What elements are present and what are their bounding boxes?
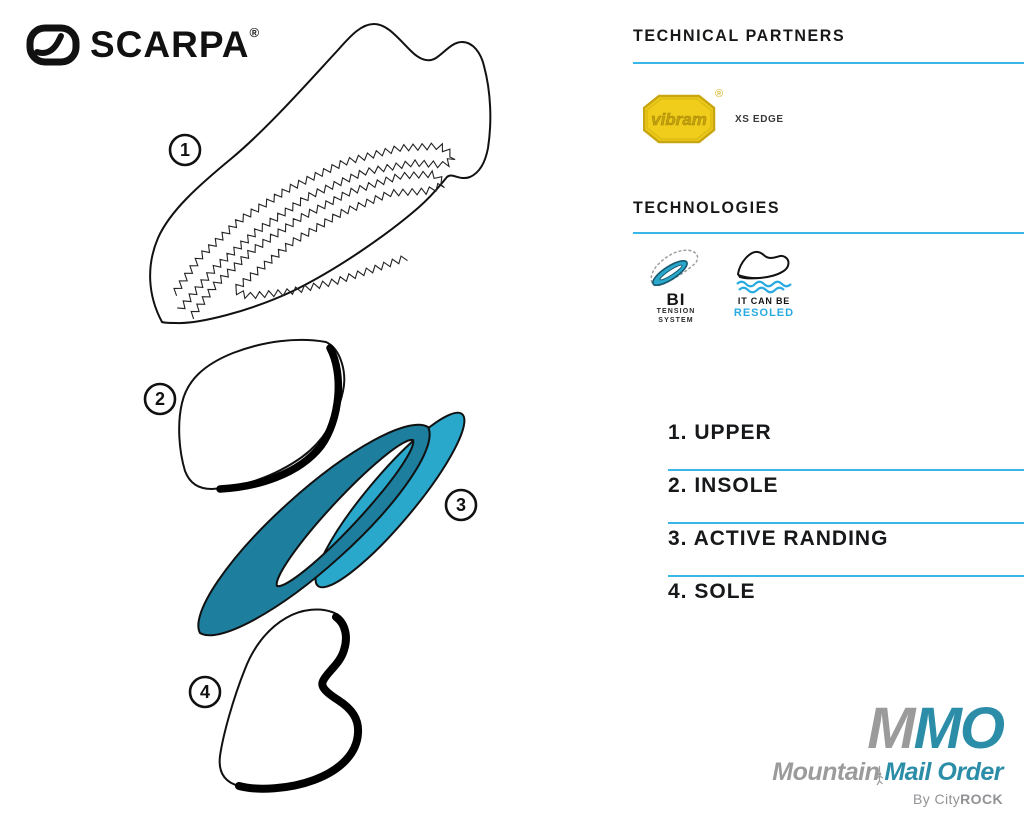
- parts-list: 1. UPPER 2. INSOLE 3. ACTIVE RANDING 4. …: [668, 418, 1024, 630]
- vibram-compound-label: XS EDGE: [735, 113, 784, 125]
- resole-shoe-icon: [736, 250, 792, 294]
- part-item-active-randing: 3. ACTIVE RANDING: [668, 524, 1024, 577]
- vibram-logo-icon: vibram ®: [643, 88, 723, 144]
- mmo-byline: By CityROCK: [763, 792, 1003, 806]
- mmo-m-gray: M: [867, 696, 915, 761]
- stitch-zigzag-inner: [190, 169, 445, 320]
- vibram-partner: vibram ® XS EDGE: [643, 86, 784, 144]
- bi-title: BI: [666, 290, 686, 309]
- scarpa-emblem-icon: [26, 24, 80, 66]
- bi-tension-shoe-icon: [650, 249, 699, 287]
- callout-4: 4: [188, 675, 222, 709]
- mmo-acronym: MMO: [763, 700, 1005, 758]
- callout-2-number: 2: [155, 389, 165, 409]
- insole-shape: [178, 338, 346, 493]
- callout-3: 3: [444, 488, 478, 522]
- part-item-sole: 4. SOLE: [668, 580, 756, 603]
- part-item-insole: 2. INSOLE: [668, 471, 1024, 524]
- callout-1: 1: [168, 133, 202, 167]
- callout-3-number: 3: [456, 495, 466, 515]
- vibram-wordmark: vibram: [651, 110, 707, 129]
- byline-rock: ROCK: [960, 791, 1003, 807]
- bi-subtitle-2: SYSTEM: [658, 316, 694, 324]
- bi-subtitle-1: TENSION: [656, 308, 696, 315]
- technology-badges: BI TENSION SYSTEM IT CAN BE RESOLED: [643, 246, 797, 326]
- exploded-shoe-diagram: 1 2 3 4: [143, 22, 492, 793]
- divider-rule: [633, 62, 1024, 64]
- registered-mark: ®: [249, 25, 260, 40]
- vibram-registered-mark: ®: [715, 88, 723, 100]
- brand-wordmark: SCARPA®: [90, 24, 259, 66]
- resoled-badge: IT CAN BE RESOLED: [731, 246, 797, 319]
- mmo-mo-teal: MO: [913, 696, 1005, 761]
- bi-tension-badge: BI TENSION SYSTEM: [643, 246, 709, 326]
- sole-shape: [218, 608, 363, 793]
- mmo-mountain: Mountain: [772, 758, 880, 786]
- resoled-line-2: RESOLED: [733, 307, 795, 319]
- divider-rule: [633, 232, 1024, 234]
- mmo-mail-order: Mail Order: [884, 758, 1003, 786]
- callout-2: 2: [143, 382, 177, 416]
- info-column: TECHNICAL PARTNERS vibram ® XS EDGE TECH…: [633, 0, 1024, 819]
- technical-partners-heading: TECHNICAL PARTNERS: [633, 27, 846, 46]
- callout-1-number: 1: [180, 140, 190, 160]
- climber-icon: [875, 766, 884, 786]
- stitch-zigzag-outer: [173, 142, 456, 310]
- brand-name: SCARPA: [90, 24, 250, 65]
- active-randing-shape: [197, 411, 466, 637]
- resoled-line-1: IT CAN BE: [737, 296, 791, 306]
- callout-4-number: 4: [200, 682, 210, 702]
- part-item-upper: 1. UPPER: [668, 418, 1024, 471]
- byline-prefix: By City: [913, 791, 961, 807]
- brand-header: SCARPA®: [26, 24, 259, 66]
- upper-shape: [149, 22, 492, 325]
- technologies-heading: TECHNOLOGIES: [633, 199, 781, 218]
